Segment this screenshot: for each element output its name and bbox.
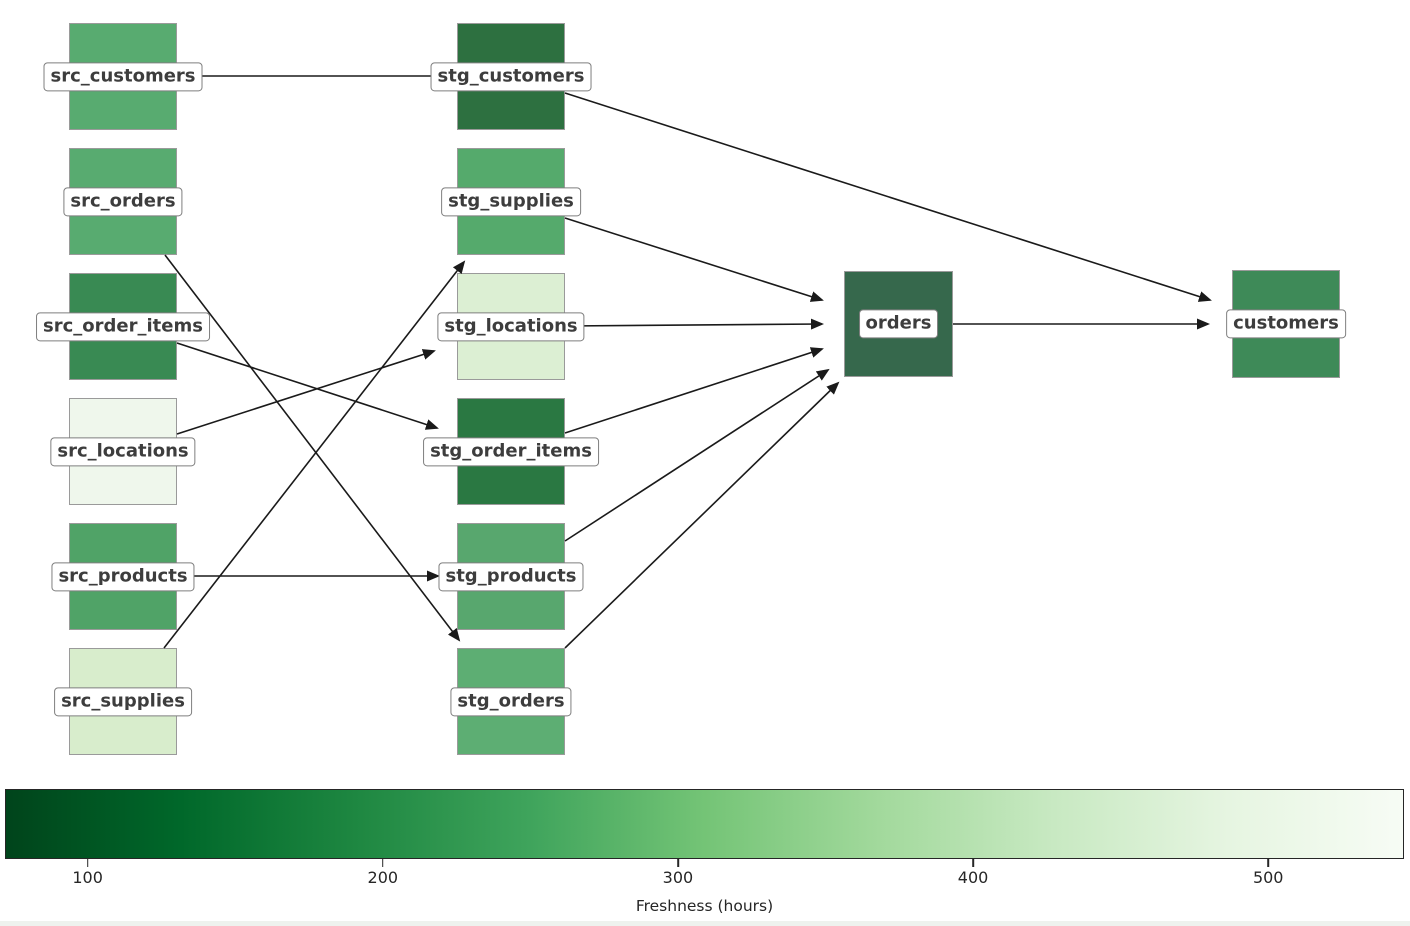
node-label-src_locations: src_locations (50, 436, 196, 467)
colorbar-ticklabel-500: 500 (1252, 868, 1284, 887)
colorbar-ticklabel-200: 200 (367, 868, 399, 887)
node-label-src_orders: src_orders (63, 186, 183, 217)
node-label-src_products: src_products (51, 561, 195, 592)
node-label-stg_orders: stg_orders (450, 686, 572, 717)
colorbar-ticklabel-300: 300 (662, 868, 694, 887)
figure-bottom-strip (0, 921, 1410, 926)
colorbar-ticklabel-100: 100 (72, 868, 103, 887)
colorbar-gradient (5, 789, 1404, 859)
colorbar-tick-400 (972, 859, 974, 867)
node-label-src_supplies: src_supplies (54, 686, 192, 717)
colorbar-tick-200 (381, 859, 384, 867)
colorbar-axis-label: Freshness (hours) (635, 897, 774, 915)
node-label-stg_order_items: stg_order_items (423, 436, 599, 467)
node-label-customers: customers (1226, 309, 1346, 339)
colorbar-ticklabel-400: 400 (957, 868, 989, 887)
node-label-stg_locations: stg_locations (437, 311, 585, 342)
node-label-stg_customers: stg_customers (430, 61, 592, 92)
node-label-src_customers: src_customers (43, 61, 203, 92)
node-label-stg_products: stg_products (438, 561, 584, 592)
node-label-src_order_items: src_order_items (36, 311, 210, 342)
colorbar-tick-300 (677, 859, 679, 867)
colorbar-tick-500 (1267, 859, 1270, 867)
node-label-orders: orders (858, 309, 939, 339)
node-label-stg_supplies: stg_supplies (441, 186, 581, 217)
colorbar-tick-100 (86, 859, 89, 867)
